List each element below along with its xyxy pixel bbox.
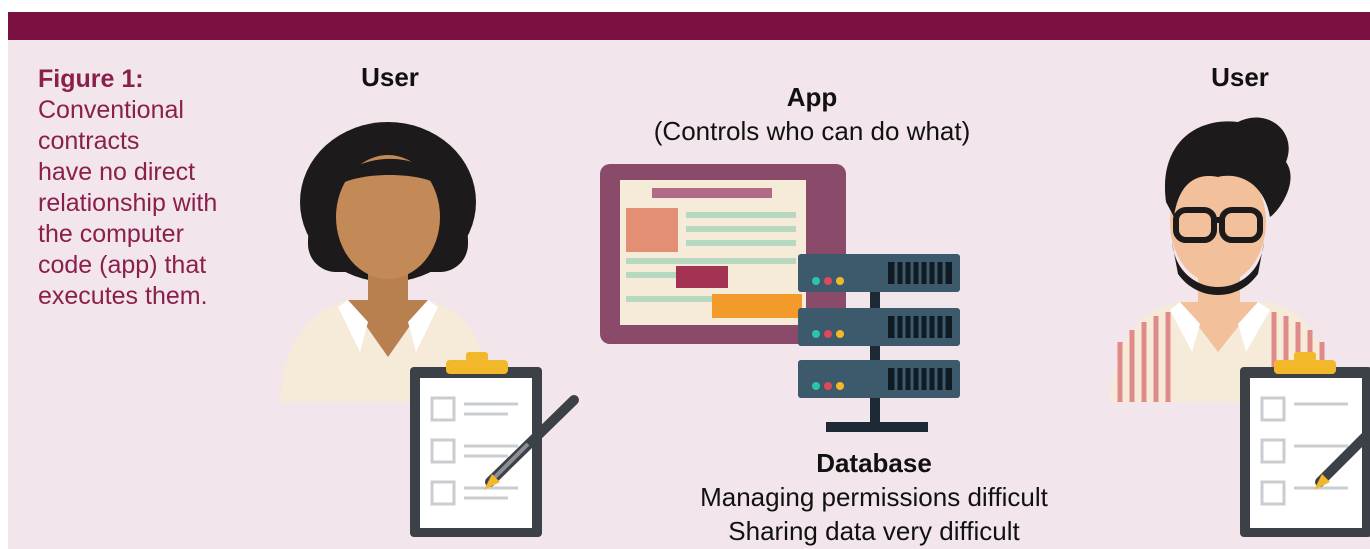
caption-line: contracts [38, 127, 140, 155]
caption-line: Conventional [38, 96, 184, 124]
pen-icon [484, 395, 579, 490]
person-woman-icon [280, 122, 492, 402]
caption-line: have no direct [38, 158, 196, 186]
figure-caption: Figure 1: Conventional contracts have no… [38, 64, 288, 312]
caption-line: executes them. [38, 282, 208, 310]
header-bar [8, 12, 1370, 40]
database-line-2: Sharing data very difficult [728, 516, 1020, 546]
clipboard-icon [1240, 352, 1370, 537]
caption-line: the computer [38, 220, 184, 248]
pen-icon [1314, 427, 1370, 490]
figure-panel: Figure 1: Conventional contracts have no… [8, 12, 1370, 549]
server-rack-icon [798, 254, 960, 432]
app-title: App [786, 82, 838, 112]
monitor-icon [600, 164, 846, 344]
caption-line: code (app) that [38, 251, 207, 279]
user-left-label: User [361, 62, 419, 92]
illustration-layer [280, 117, 1370, 537]
database-title: Database [816, 448, 932, 478]
app-subtitle: (Controls who can do what) [653, 116, 971, 146]
caption-title: Figure 1: [38, 65, 144, 93]
caption-line: relationship with [38, 189, 218, 217]
database-line-1: Managing permissions difficult [700, 482, 1048, 512]
user-right-label: User [1211, 62, 1269, 92]
